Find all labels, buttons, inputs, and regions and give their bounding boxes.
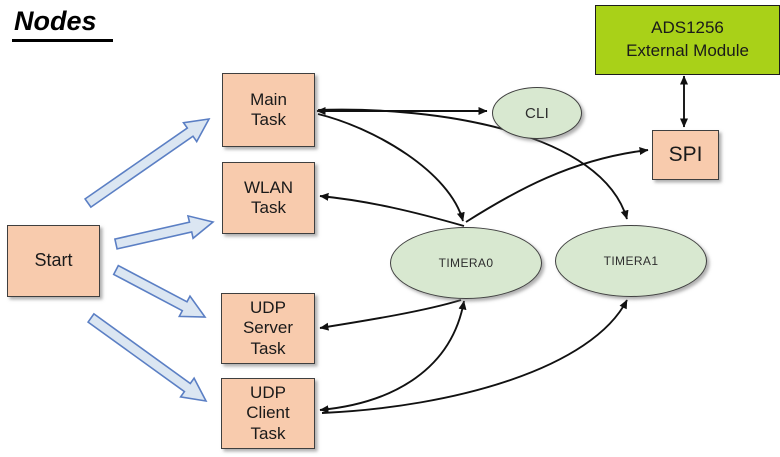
node-main-task: Main Task <box>222 73 315 147</box>
start-flow-arrows <box>83 117 215 403</box>
node-timera1: TIMERA1 <box>555 225 707 297</box>
edge-udpclient-timera0 <box>319 300 467 414</box>
node-timera0: TIMERA0 <box>390 227 542 299</box>
node-ads1256-external-module: ADS1256 External Module <box>595 5 780 75</box>
edge-udpserver-timera0 <box>319 299 462 331</box>
node-cli: CLI <box>492 87 582 139</box>
start-flow-arrow-4 <box>86 312 208 403</box>
edge-main-timera0 <box>317 113 465 222</box>
edge-udpclient-timera1 <box>321 299 628 414</box>
edge-timera0-spi <box>465 147 649 223</box>
node-spi: SPI <box>652 130 719 180</box>
node-udp-client-task: UDP Client Task <box>221 378 315 449</box>
page-title: Nodes <box>12 6 113 42</box>
start-flow-arrow-3 <box>112 264 207 318</box>
edge-timera0-wlan <box>319 192 465 227</box>
start-flow-arrow-1 <box>83 117 211 209</box>
node-start: Start <box>7 225 100 297</box>
node-wlan-task: WLAN Task <box>222 162 315 234</box>
start-flow-arrow-2 <box>113 214 215 250</box>
node-udp-server-task: UDP Server Task <box>221 293 315 364</box>
